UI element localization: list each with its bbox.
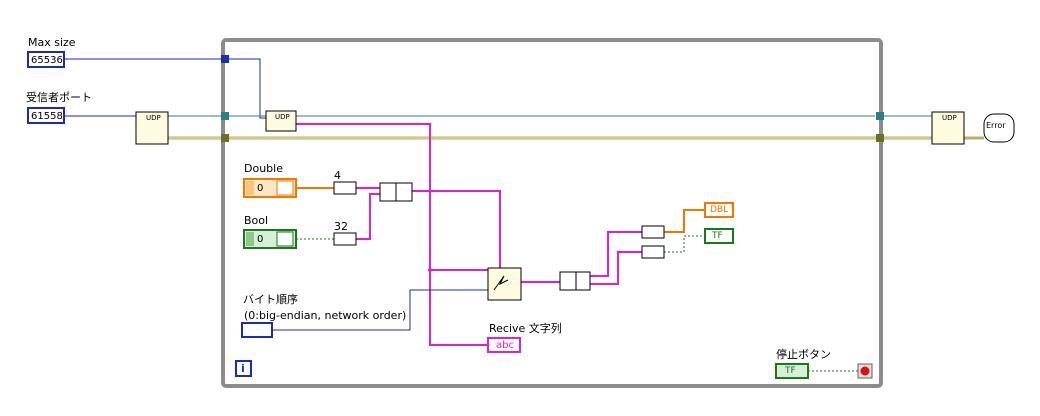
receive-string-label: Recive 文字列 <box>489 322 562 335</box>
wire-received-string <box>296 123 488 346</box>
receive-string-terminal-text: abc <box>496 340 514 351</box>
udp-close-text: UDP <box>942 114 957 122</box>
wire-unbundle-b <box>590 251 642 285</box>
dbl-terminal-text: DBL <box>710 205 729 215</box>
receive-string-indicator <box>487 337 521 353</box>
udp-close-node[interactable] <box>931 111 965 145</box>
wire-byte-order <box>272 289 488 331</box>
loop-iteration-terminal <box>235 360 252 377</box>
const-32-array[interactable] <box>333 232 357 246</box>
max-size-value[interactable]: 65536 <box>31 55 63 66</box>
error-handler-text: Error <box>986 121 1006 130</box>
tunnel-error-out <box>876 134 884 142</box>
wire-tf-out <box>664 235 705 253</box>
bool-label: Bool <box>244 214 269 227</box>
byte-order-label: バイト順序 <box>243 293 298 306</box>
build-cluster-node[interactable] <box>395 182 413 202</box>
udp-open-node[interactable] <box>135 111 169 145</box>
iteration-info-icon: i <box>241 362 245 375</box>
udp-read-text: UDP <box>275 113 290 121</box>
double-terminal <box>276 180 294 196</box>
unbundle-node[interactable] <box>575 271 591 291</box>
udp-read-node[interactable] <box>265 110 297 132</box>
wire-dbl-out <box>664 209 705 233</box>
max-size-control[interactable] <box>27 51 65 68</box>
index-array-a[interactable] <box>641 225 665 239</box>
shift-register-refnum <box>876 112 884 120</box>
const-32-label: 32 <box>334 220 348 233</box>
bool-terminal <box>276 231 294 247</box>
wire-type-cluster <box>412 190 501 270</box>
receiver-port-label: 受信者ポート <box>26 91 92 104</box>
const-4-array[interactable] <box>333 181 357 195</box>
double-stepper[interactable] <box>246 181 254 195</box>
stop-if-true-icon <box>860 366 870 376</box>
stop-button-label: 停止ボタン <box>776 348 831 361</box>
unflatten-from-string-node[interactable] <box>487 267 522 301</box>
double-value[interactable]: 0 <box>257 183 264 194</box>
byte-order-control[interactable] <box>241 322 273 338</box>
tf-terminal-text: TF <box>712 231 723 241</box>
max-size-label: Max size <box>28 36 76 49</box>
wire-unbundle-a <box>590 231 642 277</box>
wire-bundled-bool <box>356 193 380 240</box>
unbundle-arrow-node[interactable] <box>559 271 577 291</box>
index-array-b[interactable] <box>641 245 665 259</box>
receiver-port-control[interactable] <box>27 107 65 124</box>
byte-order-sublabel: (0:big-endian, network order) <box>244 309 407 322</box>
tf-indicator <box>704 228 734 244</box>
bool-stepper[interactable] <box>246 232 254 246</box>
while-loop-frame[interactable] <box>221 38 883 388</box>
bundle-node[interactable] <box>379 182 397 202</box>
stop-button-control[interactable] <box>775 363 809 379</box>
const-4-label: 4 <box>334 169 341 182</box>
double-label: Double <box>244 162 283 175</box>
tunnel-refnum-in <box>221 112 229 120</box>
tunnel-error-in <box>221 134 229 142</box>
bool-value[interactable]: 0 <box>257 234 264 245</box>
stop-button-terminal-text: TF <box>785 366 796 376</box>
receiver-port-value[interactable]: 61558 <box>31 111 63 122</box>
udp-open-text: UDP <box>146 114 161 122</box>
wire-max-size <box>64 58 266 119</box>
simple-error-handler-node[interactable] <box>983 113 1015 143</box>
dbl-indicator <box>704 202 734 218</box>
tunnel-max-size <box>221 55 229 63</box>
